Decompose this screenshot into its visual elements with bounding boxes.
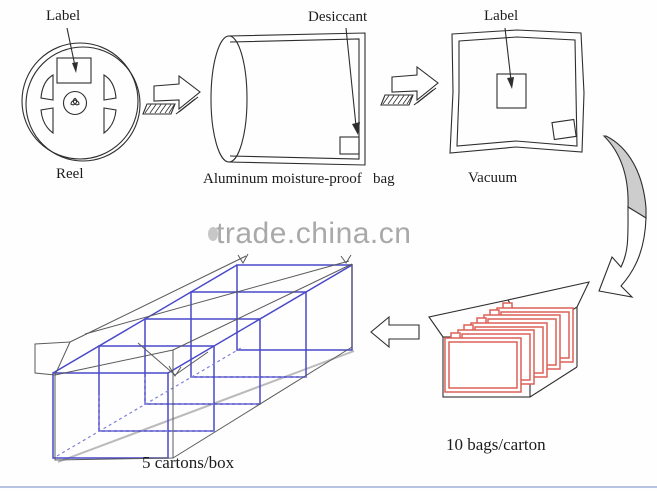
curved-down-arrow-icon: [598, 135, 647, 298]
reel-icon: [21, 42, 141, 162]
box-caption: 5 cartons/box: [142, 453, 235, 472]
vacuum-label-leader-arrow: [504, 27, 514, 89]
carton-caption: 10 bags/carton: [446, 435, 546, 454]
reel-label-leader-arrow: [66, 27, 78, 73]
bag-stack: [444, 302, 574, 393]
reel-label-annotation: Label: [46, 8, 81, 24]
desiccant-leader-arrow: [345, 27, 360, 135]
bag-caption: Aluminum moisture-proof bag: [203, 171, 395, 187]
vacuum-caption: Vacuum: [468, 170, 518, 186]
process-arrow-right-icon: [142, 74, 201, 115]
aluminum-bag-icon: [210, 32, 366, 166]
vacuum-pack-icon: [449, 29, 585, 154]
box-with-cartons-icon: [34, 253, 355, 463]
process-arrow-left-icon: [370, 315, 420, 349]
watermark-artifact: [208, 227, 218, 241]
reel-caption: Reel: [56, 166, 84, 182]
process-arrow-right-2-icon: [380, 66, 439, 106]
desiccant-annotation: Desiccant: [308, 9, 368, 25]
carton-with-bags-icon: [428, 281, 590, 398]
watermark-text: trade.china.cn: [216, 217, 412, 250]
bottom-border-line: [0, 486, 657, 488]
vacuum-label-annotation: Label: [484, 8, 519, 24]
